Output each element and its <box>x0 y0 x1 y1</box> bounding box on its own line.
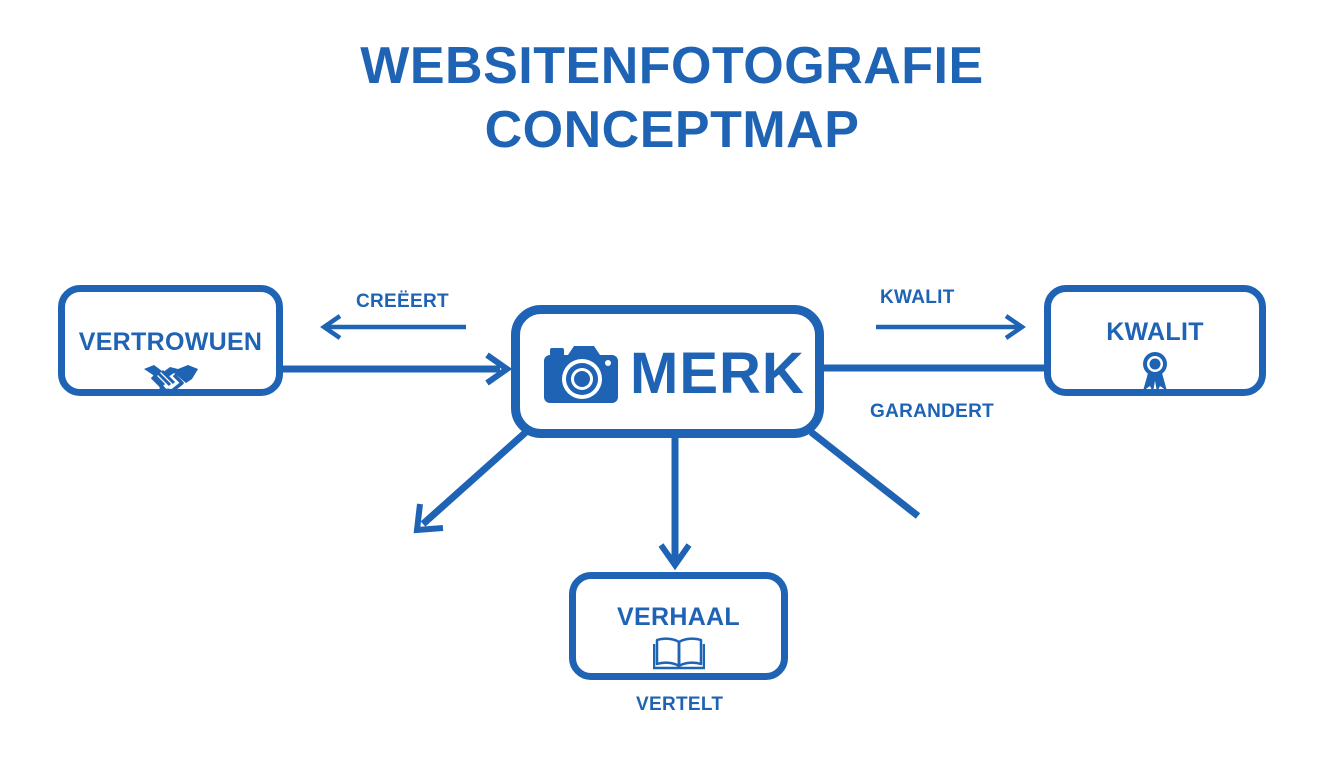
arrow-creeert <box>320 314 466 340</box>
connector-vertrouwen-merk <box>283 352 513 386</box>
edge-label-creeert: CREËERT <box>356 291 449 312</box>
node-vertrouwen: VERTROWUEN <box>58 285 283 396</box>
edge-label-vertelt: VERTELT <box>636 694 724 715</box>
camera-icon <box>544 345 618 403</box>
node-kwaliteit-label: KWALIT <box>1106 318 1204 346</box>
diagram-title-line-2: CONCEPTMAP <box>484 101 860 159</box>
node-verhaal: VERHAAL <box>569 572 788 680</box>
node-merk: MERK <box>511 305 824 438</box>
node-merk-label: MERK <box>630 341 805 406</box>
arrow-kwalit <box>876 314 1026 340</box>
connector-merk-lower-right <box>808 429 921 519</box>
arrow-merk-lower-left <box>413 429 529 534</box>
edge-label-kwalit: KWALIT <box>880 287 955 308</box>
node-vertrouwen-label: VERTROWUEN <box>78 328 263 356</box>
node-verhaal-label: VERHAAL <box>617 603 740 631</box>
award-ribbon-icon <box>1143 352 1167 392</box>
handshake-icon <box>143 365 198 394</box>
open-book-icon <box>652 637 705 670</box>
arrow-merk-verhaal <box>658 438 692 571</box>
edge-label-garandert: GARANDERT <box>870 401 995 422</box>
diagram-title-line-1: WEBSITENFOTOGRAFIE <box>360 37 984 95</box>
node-kwaliteit: KWALIT <box>1044 285 1266 396</box>
